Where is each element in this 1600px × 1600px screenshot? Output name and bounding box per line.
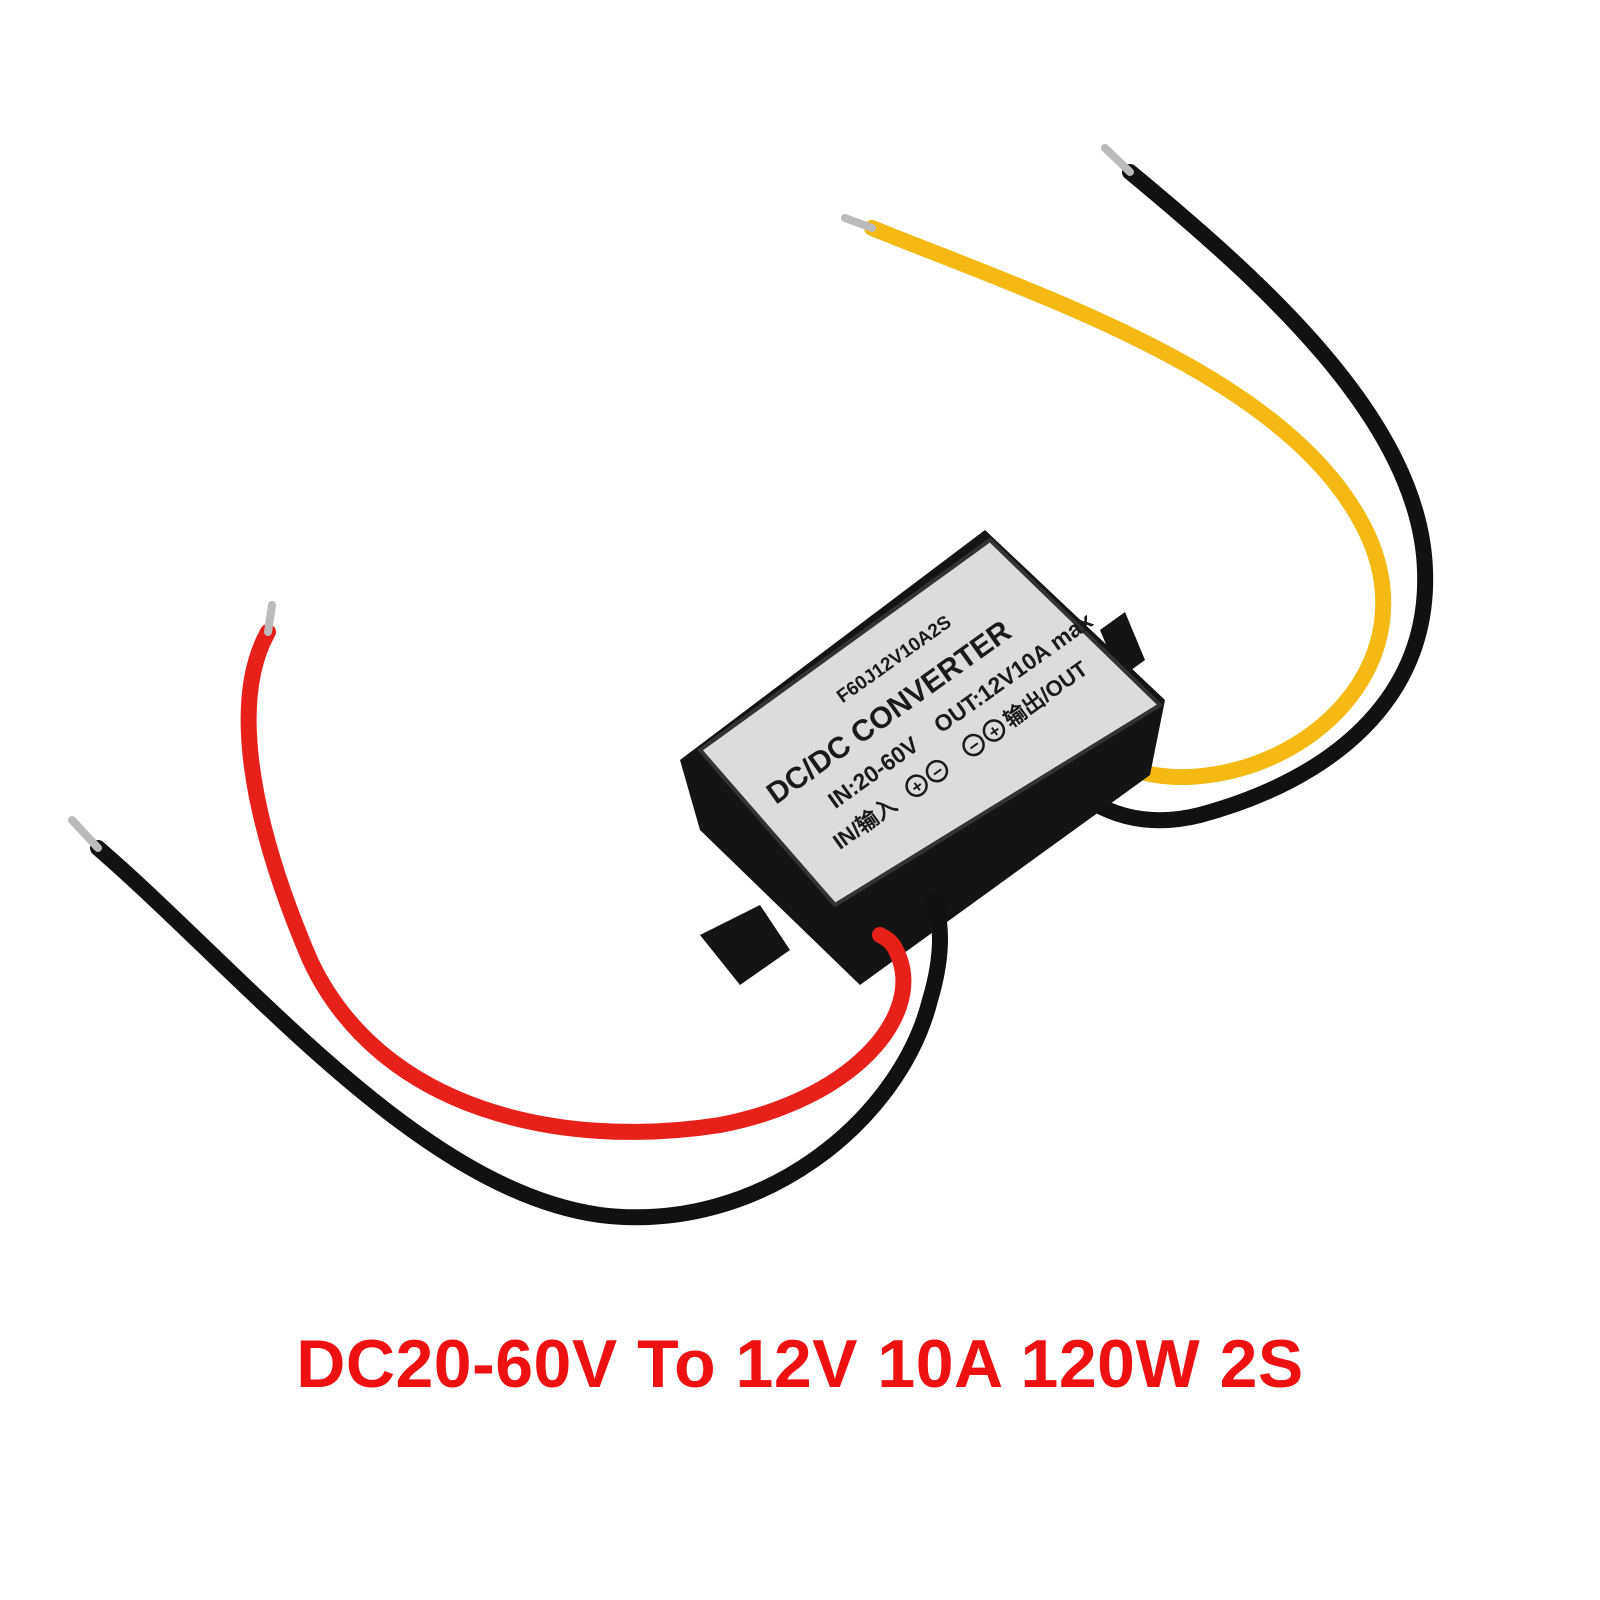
converter-housing xyxy=(680,530,1165,985)
wire-black-output xyxy=(1067,144,1434,829)
wire-red-input xyxy=(240,601,912,1140)
wire-black-input xyxy=(68,816,948,1226)
product-label xyxy=(697,537,1164,908)
product-caption: DC20-60V To 12V 10A 120W 2S xyxy=(296,1326,1304,1402)
wire-yellow-output xyxy=(841,214,1392,786)
